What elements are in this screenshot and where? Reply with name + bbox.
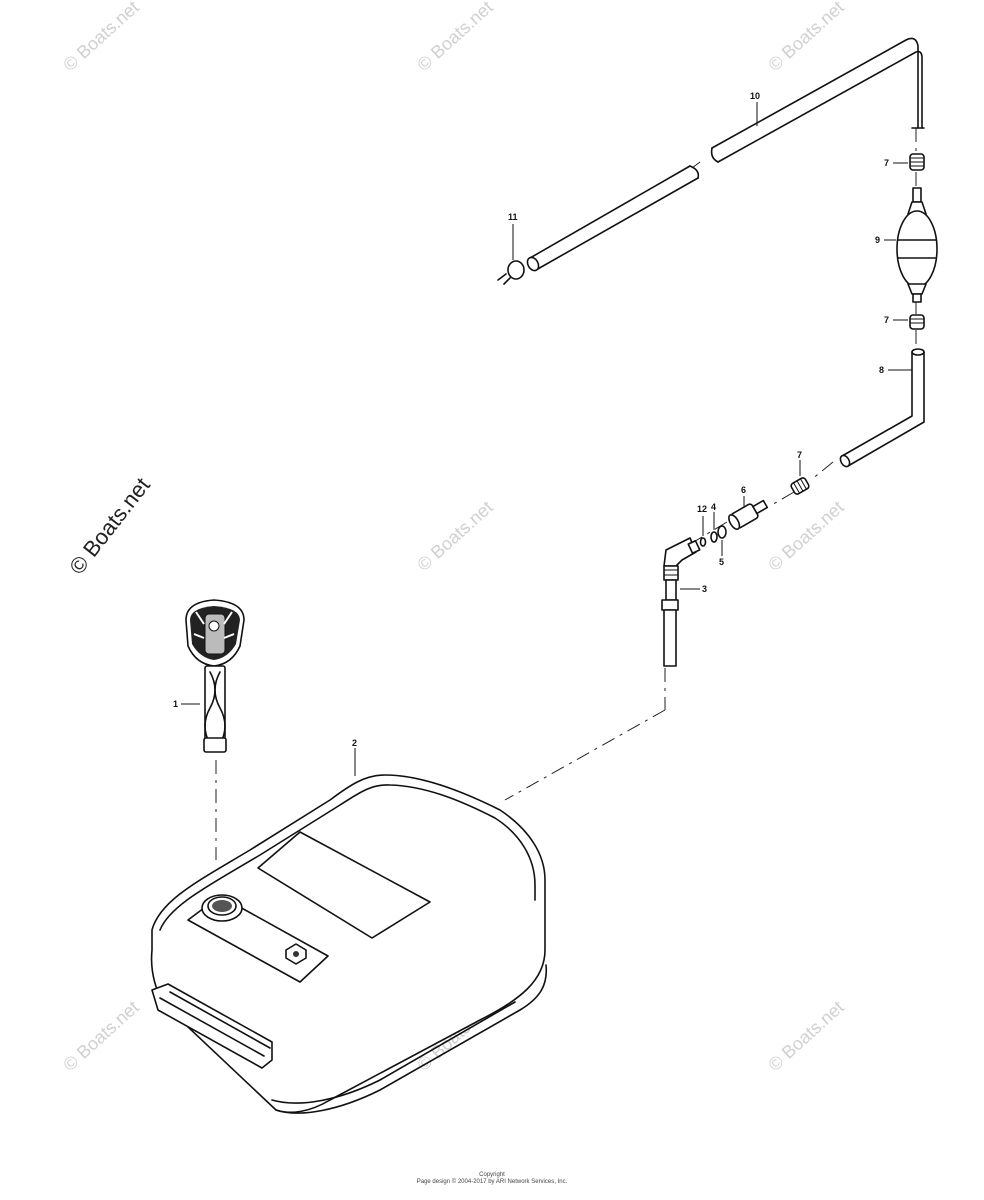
watermark-mid-right: © Boats.net [764, 497, 847, 575]
callout-6: 6 [741, 485, 746, 495]
callout-12: 12 [697, 504, 707, 514]
copyright-line-2: Page design © 2004-2017 by ARI Network S… [416, 1179, 568, 1185]
part-3-pickup-tube [661, 537, 701, 667]
callout-2: 2 [352, 738, 357, 748]
part-11-hose-clamp [497, 260, 525, 285]
part-7-fitting-lower [790, 477, 810, 495]
callout-11: 11 [508, 212, 518, 222]
callout-7-lower: 7 [797, 450, 802, 460]
watermark-main: © Boats.net [64, 473, 155, 579]
copyright-notice: Copyright Page design © 2004-2017 by ARI… [0, 1172, 984, 1186]
part-2-fuel-tank [150, 774, 548, 1114]
part-10-fuel-hose [526, 37, 925, 272]
callout-3: 3 [702, 584, 707, 594]
watermark-mid-center: © Boats.net [413, 497, 496, 575]
watermark-bottom-left: © Boats.net [59, 997, 142, 1075]
callout-4: 4 [711, 502, 716, 512]
part-7-fitting-middle [909, 314, 925, 330]
callout-8: 8 [879, 365, 884, 375]
part-12-washer [699, 537, 707, 547]
watermark-top-center: © Boats.net [413, 0, 496, 75]
callout-7-middle: 7 [884, 315, 889, 325]
watermark-top-right: © Boats.net [764, 0, 847, 75]
callout-9: 9 [875, 235, 880, 245]
part-8-bent-hose [839, 348, 925, 468]
part-5-o-ring [717, 525, 727, 539]
leader-lines [181, 102, 912, 776]
copyright-line-1: Copyright [479, 1172, 505, 1178]
assembly-lines [215, 128, 917, 860]
watermark-top-left: © Boats.net [59, 0, 142, 75]
part-6-connector [728, 499, 769, 531]
part-7-fitting-top [909, 153, 925, 171]
callout-5: 5 [719, 557, 724, 567]
part-9-primer-bulb [896, 187, 938, 303]
watermark-bottom-right: © Boats.net [764, 997, 847, 1075]
callout-10: 10 [750, 91, 760, 101]
callout-labels: 1 2 3 4 5 6 7 7 7 8 9 10 11 12 [173, 91, 889, 748]
callout-7-top: 7 [884, 158, 889, 168]
callout-1: 1 [173, 699, 178, 709]
part-4-o-ring [710, 531, 718, 543]
part-1-fuel-gauge [185, 599, 245, 753]
